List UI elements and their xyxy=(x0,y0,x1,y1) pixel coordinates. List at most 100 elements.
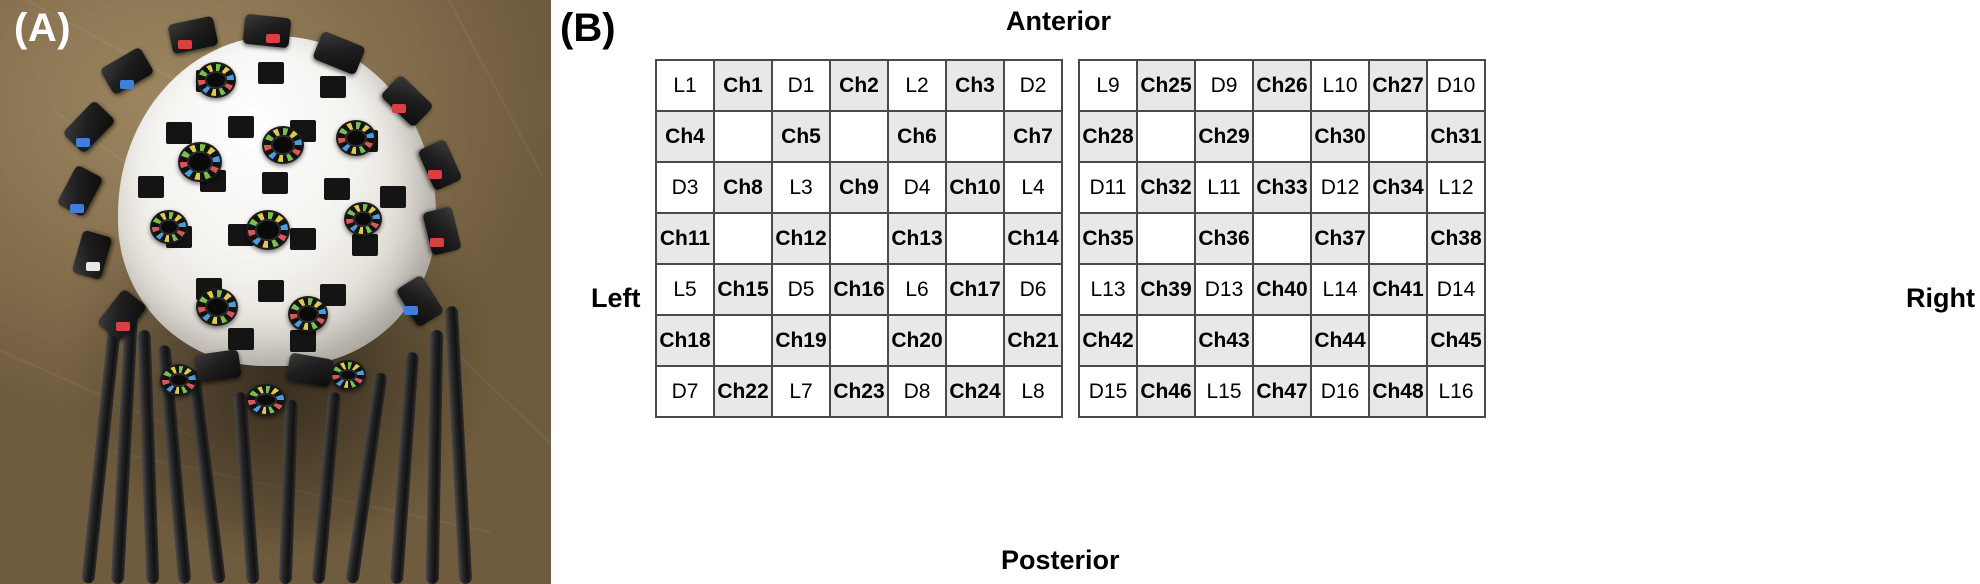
optode-led-ring xyxy=(346,204,380,234)
grid-cell-channel: Ch22 xyxy=(713,365,773,418)
checker-square xyxy=(228,328,254,350)
optode-block xyxy=(242,13,292,49)
grid-cell-channel: Ch45 xyxy=(1426,314,1486,367)
grid-cell-channel: Ch3 xyxy=(945,59,1005,112)
grid-cell-channel: Ch35 xyxy=(1078,212,1138,265)
checker-square xyxy=(166,122,192,144)
checker-square xyxy=(258,62,284,84)
optode-led-ring xyxy=(180,144,220,180)
optode-holder xyxy=(344,202,382,236)
cable-tag-red xyxy=(178,40,192,49)
grid-cell-source: L9 xyxy=(1078,59,1138,112)
grid-cell-empty xyxy=(1252,110,1312,163)
grid-cell-channel: Ch34 xyxy=(1368,161,1428,214)
grid-cell-channel: Ch36 xyxy=(1194,212,1254,265)
grid-cell-detector: D3 xyxy=(655,161,715,214)
grid-cell-channel: Ch26 xyxy=(1252,59,1312,112)
cable-tag-red xyxy=(266,34,280,43)
grid-cell-detector: D5 xyxy=(771,263,831,316)
grid-cell-channel: Ch28 xyxy=(1078,110,1138,163)
grid-cell-channel: Ch44 xyxy=(1310,314,1370,367)
grid-cell-channel: Ch19 xyxy=(771,314,831,367)
grid-cell-channel: Ch41 xyxy=(1368,263,1428,316)
checker-square xyxy=(380,186,406,208)
grid-cell-source: L1 xyxy=(655,59,715,112)
optode-led-ring xyxy=(198,64,234,96)
cable-tag-red xyxy=(430,238,444,247)
grid-cell-channel: Ch4 xyxy=(655,110,715,163)
grid-cell-empty xyxy=(1368,212,1428,265)
grid-cell-channel: Ch48 xyxy=(1368,365,1428,418)
grid-cell-empty xyxy=(829,314,889,367)
grid-cell-empty xyxy=(1136,212,1196,265)
checker-square xyxy=(290,330,316,352)
grid-cell-source: L3 xyxy=(771,161,831,214)
grid-cell-detector: D13 xyxy=(1194,263,1254,316)
grid-cell-empty xyxy=(1368,314,1428,367)
grid-cell-detector: D8 xyxy=(887,365,947,418)
checker-square xyxy=(324,178,350,200)
grid-cell-empty xyxy=(945,314,1005,367)
optode-led-ring xyxy=(162,366,196,394)
grid-cell-detector: D11 xyxy=(1078,161,1138,214)
grid-cell-channel: Ch29 xyxy=(1194,110,1254,163)
optode-led-ring xyxy=(338,122,374,154)
grid-cell-source: L2 xyxy=(887,59,947,112)
grid-cell-source: L12 xyxy=(1426,161,1486,214)
grid-cell-empty xyxy=(1252,212,1312,265)
checker-square xyxy=(320,76,346,98)
grid-cell-source: L13 xyxy=(1078,263,1138,316)
grid-cell-detector: D4 xyxy=(887,161,947,214)
grid-cell-detector: D12 xyxy=(1310,161,1370,214)
optode-led-ring xyxy=(332,362,364,388)
grid-cell-source: L6 xyxy=(887,263,947,316)
checker-square xyxy=(290,228,316,250)
optode-led-ring xyxy=(290,298,326,330)
grid-cell-empty xyxy=(945,110,1005,163)
grid-cell-detector: D16 xyxy=(1310,365,1370,418)
grid-cell-source: L4 xyxy=(1003,161,1063,214)
grid-cell-channel: Ch46 xyxy=(1136,365,1196,418)
grid-cell-source: L11 xyxy=(1194,161,1254,214)
grid-cell-channel: Ch25 xyxy=(1136,59,1196,112)
grid-cell-channel: Ch7 xyxy=(1003,110,1063,163)
grid-cell-empty xyxy=(713,212,773,265)
cable-tag-white xyxy=(86,262,100,271)
grid-cell-source: L8 xyxy=(1003,365,1063,418)
grid-cell-channel: Ch20 xyxy=(887,314,947,367)
grid-cell-empty xyxy=(713,314,773,367)
grid-cell-source: L14 xyxy=(1310,263,1370,316)
optode-holder xyxy=(178,142,222,182)
cable-tag-red xyxy=(392,104,406,113)
grid-cell-empty xyxy=(829,212,889,265)
grid-row: Ch42 Ch43 Ch44 Ch45 xyxy=(1078,314,1486,367)
optode-holder xyxy=(150,210,188,244)
cable-tag-blue xyxy=(404,306,418,315)
grid-cell-channel: Ch17 xyxy=(945,263,1005,316)
optode-holder xyxy=(288,296,328,332)
grid-cell-detector: D9 xyxy=(1194,59,1254,112)
grid-cell-empty xyxy=(1136,110,1196,163)
grid-cell-channel: Ch43 xyxy=(1194,314,1254,367)
grid-cell-detector: D1 xyxy=(771,59,831,112)
optode-holder xyxy=(262,126,304,164)
grid-cell-channel: Ch2 xyxy=(829,59,889,112)
grid-cell-channel: Ch40 xyxy=(1252,263,1312,316)
grid-cell-channel: Ch42 xyxy=(1078,314,1138,367)
grid-cell-channel: Ch21 xyxy=(1003,314,1063,367)
cable-tag-blue xyxy=(70,204,84,213)
grid-cell-source: L15 xyxy=(1194,365,1254,418)
grid-cell-detector: D14 xyxy=(1426,263,1486,316)
grid-cell-channel: Ch47 xyxy=(1252,365,1312,418)
optode-holder xyxy=(330,360,366,390)
grid-cell-channel: Ch23 xyxy=(829,365,889,418)
panel-a-photograph: (A) xyxy=(0,0,551,584)
